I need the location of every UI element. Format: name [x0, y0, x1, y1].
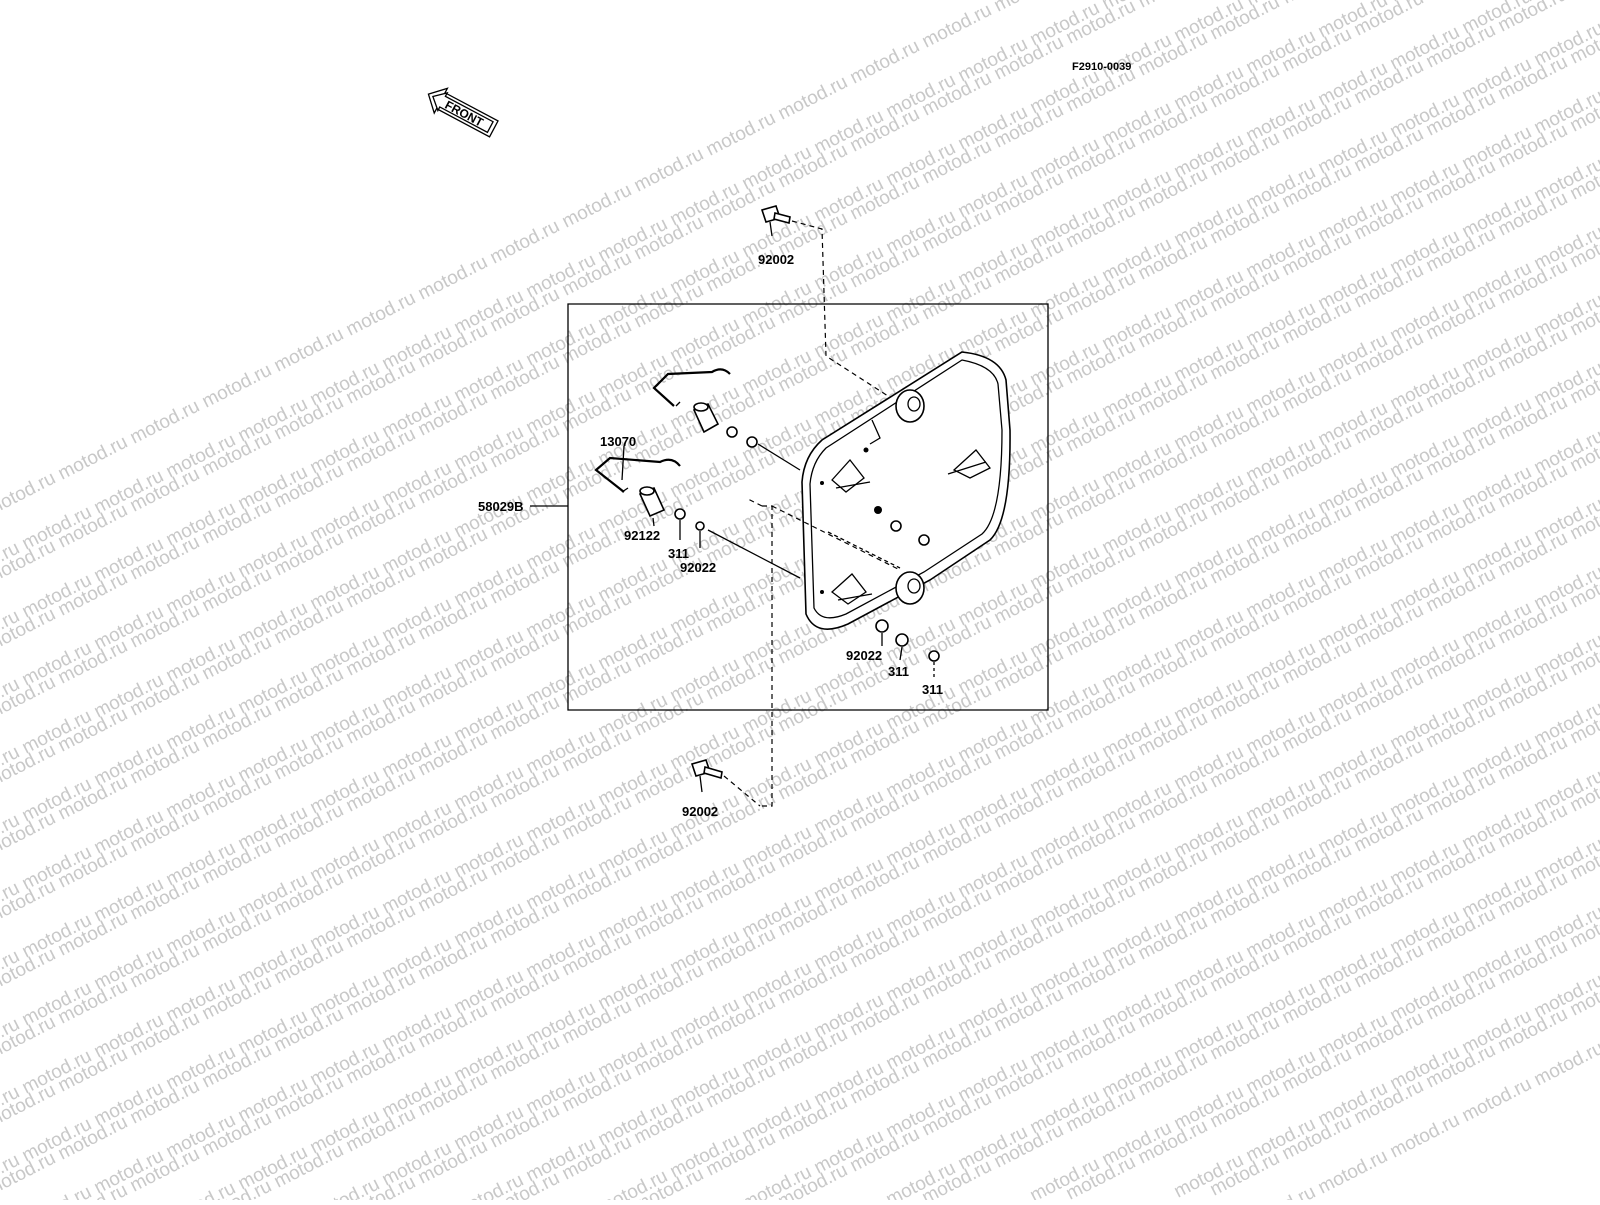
watermark-text: motod.ru: [559, 180, 635, 233]
washer-left: [696, 522, 704, 530]
nut-right-2: [929, 651, 939, 661]
watermark-text: motod.ru: [487, 216, 563, 269]
watermark-text: motod.ru: [1243, 1182, 1319, 1200]
label-nut-right-1: 311: [888, 664, 909, 679]
watermark-text: motod.ru: [703, 108, 779, 161]
watermark-text: motod.ru: [343, 288, 419, 341]
watermark-text: motod.ru: [1459, 1074, 1535, 1127]
watermark-text: motod.ru: [1279, 0, 1355, 8]
nut-upper-b: [747, 437, 757, 447]
watermark-text: motod.ru: [1387, 1110, 1463, 1163]
watermark-text: motod.ru: [199, 360, 275, 413]
watermark-text: motod.ru: [1423, 0, 1499, 4]
watermark-text: motod.ru: [631, 144, 707, 197]
label-nut-left: 311: [668, 546, 689, 561]
watermark-text: motod.ru: [127, 396, 203, 449]
washer-right: [876, 620, 888, 632]
watermark-text: motod.ru: [415, 252, 491, 305]
watermark-text: motod.ru: [0, 468, 59, 521]
label-nut-right-2: 311: [922, 682, 943, 697]
watermark-text: motod.ru: [19, 1182, 95, 1200]
watermark-text: motod.ru: [775, 72, 851, 125]
label-cover-assembly: 58029B: [478, 499, 524, 514]
watermark-text: motod.ru: [55, 432, 131, 485]
label-collar: 92122: [624, 528, 660, 543]
nut-upper-a: [727, 427, 737, 437]
cover-plate: [802, 352, 1010, 629]
watermark-text: motod.ru: [847, 36, 923, 89]
front-arrow-icon: FRONT: [422, 82, 500, 141]
figure-number: F2910-0039: [1072, 61, 1131, 73]
watermark-text: motod.ru: [991, 0, 1067, 16]
watermark-text: motod.ru: [1135, 0, 1211, 12]
label-washer-right: 92022: [846, 648, 882, 663]
label-spring: 13070: [600, 434, 636, 449]
nut-right-1: [896, 634, 908, 646]
label-bolt-bottom: 92002: [682, 804, 718, 819]
nut-left: [675, 509, 685, 519]
label-bolt-top: 92002: [758, 252, 794, 267]
label-washer-left: 92022: [680, 560, 716, 575]
watermark-text: motod.ru: [1315, 1146, 1391, 1199]
watermark-text: motod.ru: [919, 0, 995, 52]
watermark-text: motod.ru: [1531, 1038, 1600, 1091]
watermark-text: motod.ru: [271, 324, 347, 377]
bolt-bottom-dash-stub: [746, 498, 762, 506]
